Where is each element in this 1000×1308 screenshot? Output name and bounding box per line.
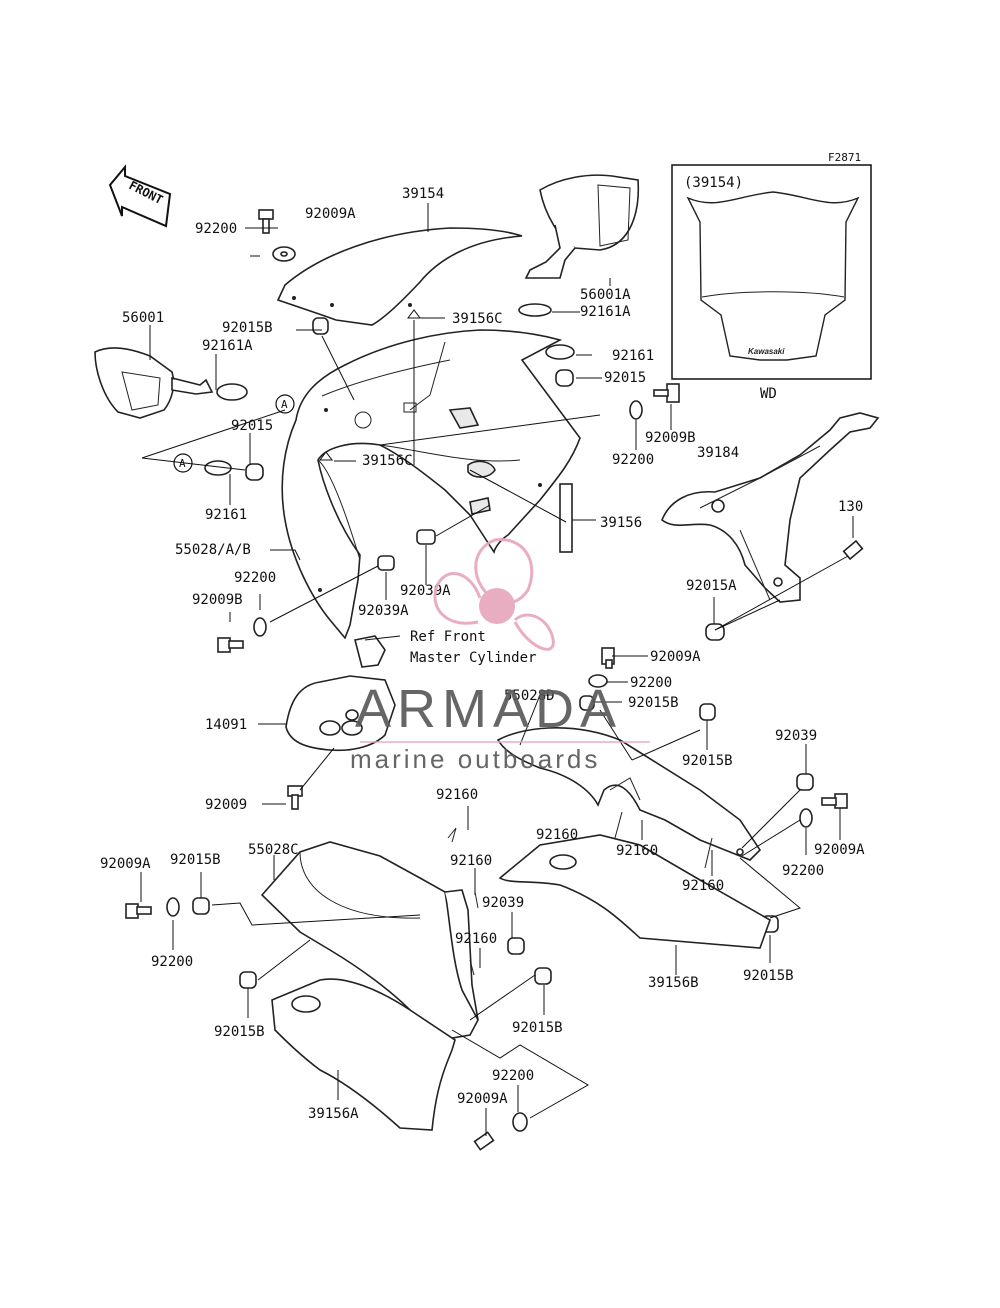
- label-92009-left: 92009: [205, 797, 247, 813]
- cowl-bracket: [661, 412, 880, 603]
- duct-strip: [559, 483, 573, 553]
- label-92160-b: 92160: [536, 827, 578, 843]
- label-92015b-top: 92015B: [222, 320, 273, 336]
- label-92161a-left: 92161A: [202, 338, 253, 354]
- inner-cover-left: [271, 978, 456, 1131]
- leader-lines: [140, 203, 854, 1136]
- label-92015b-mid: 92015B: [628, 695, 679, 711]
- left-mirror: [94, 347, 248, 419]
- label-55028ab: 55028/A/B: [175, 542, 251, 558]
- label-92015b-right2: 92015B: [682, 753, 733, 769]
- label-92009a-top: 92009A: [305, 206, 356, 222]
- right-mirror: [518, 174, 640, 360]
- label-55028c: 55028C: [248, 842, 299, 858]
- label-92015b-left2: 92015B: [170, 852, 221, 868]
- label-92039-right: 92039: [775, 728, 817, 744]
- label-55028d: 55028D: [504, 688, 555, 704]
- master-cylinder-cover: [285, 635, 396, 752]
- label-92161-left: 92161: [205, 507, 247, 523]
- label-92200-bottom: 92200: [492, 1068, 534, 1084]
- watermark-subtitle: marine outboards: [350, 744, 600, 774]
- label-92200-left2: 92200: [151, 954, 193, 970]
- label-92009b-right: 92009B: [645, 430, 696, 446]
- part-labels: 39154 92009A 92200 56001A 92161A 92161 9…: [100, 186, 865, 1122]
- label-56001: 56001: [122, 310, 164, 326]
- inset-brand-mark: Kawasaki: [748, 347, 785, 356]
- label-92039-center: 92039: [482, 895, 524, 911]
- label-92200-right: 92200: [612, 452, 654, 468]
- watermark: ARMADA marine outboards: [350, 538, 650, 774]
- label-92015-left: 92015: [231, 418, 273, 434]
- figure-code: F2871: [828, 151, 861, 164]
- label-92160-e: 92160: [682, 878, 724, 894]
- label-92015b-left3: 92015B: [214, 1024, 265, 1040]
- label-14091: 14091: [205, 717, 247, 733]
- upper-cowl: [281, 329, 581, 640]
- ref-note-line1: Ref Front: [410, 629, 486, 645]
- label-92009a-left2: 92009A: [100, 856, 151, 872]
- windshield-inset: (39154) Kawasaki WD: [671, 164, 872, 402]
- label-39156b: 39156B: [648, 975, 699, 991]
- ref-note-line2: Master Cylinder: [410, 650, 536, 666]
- label-92200-top: 92200: [195, 221, 237, 237]
- label-92200-right2: 92200: [782, 863, 824, 879]
- label-92015-right: 92015: [604, 370, 646, 386]
- label-39156: 39156: [600, 515, 642, 531]
- label-92015a: 92015A: [686, 578, 737, 594]
- label-92161-right: 92161: [612, 348, 654, 364]
- label-92009a-bottom: 92009A: [457, 1091, 508, 1107]
- label-130: 130: [838, 499, 863, 515]
- front-arrow-icon: FRONT: [108, 164, 172, 228]
- label-39184: 39184: [697, 445, 739, 461]
- label-92015b-center: 92015B: [512, 1020, 563, 1036]
- callout-a-lower-text: A: [179, 457, 186, 470]
- label-39156c-mid: 39156C: [362, 453, 413, 469]
- label-92160-c: 92160: [616, 843, 658, 859]
- label-92039a-b: 92039A: [358, 603, 409, 619]
- label-92160-d: 92160: [450, 853, 492, 869]
- label-92200-mid: 92200: [630, 675, 672, 691]
- label-39154: 39154: [402, 186, 444, 202]
- label-92009a-mid: 92009A: [650, 649, 701, 665]
- watermark-title: ARMADA: [355, 679, 622, 739]
- label-92160-f: 92160: [455, 931, 497, 947]
- label-92039a-a: 92039A: [400, 583, 451, 599]
- windshield: [276, 227, 523, 326]
- label-92015b-right3: 92015B: [743, 968, 794, 984]
- propeller-logo-icon: [433, 538, 555, 651]
- label-92160-a: 92160: [436, 787, 478, 803]
- lower-cowl-left: [260, 841, 479, 1041]
- label-56001a: 56001A: [580, 287, 631, 303]
- label-92161a-right: 92161A: [580, 304, 631, 320]
- lower-cowl-right: [496, 727, 762, 861]
- callout-a-upper: A: [275, 394, 295, 414]
- callout-a-upper-text: A: [281, 398, 288, 411]
- label-92009a-right: 92009A: [814, 842, 865, 858]
- label-92200-left: 92200: [234, 570, 276, 586]
- inner-cover-right: [498, 834, 771, 949]
- inset-caption: WD: [760, 386, 777, 402]
- label-39156c-top: 39156C: [452, 311, 503, 327]
- label-92009b-left: 92009B: [192, 592, 243, 608]
- inset-part-ref: (39154): [684, 175, 743, 191]
- label-39156a: 39156A: [308, 1106, 359, 1122]
